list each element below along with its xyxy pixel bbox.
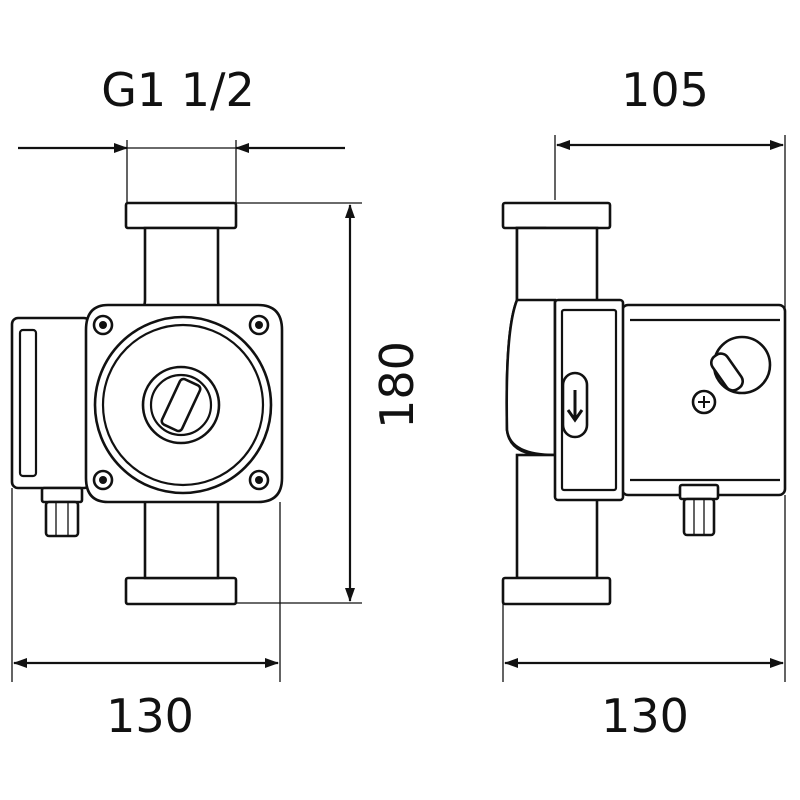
- pump-head-plate: [553, 298, 625, 502]
- flow-arrow-icon: [566, 390, 584, 423]
- volute: [505, 298, 557, 457]
- screws: [92, 314, 270, 491]
- front-view: G1 1/2: [10, 63, 424, 743]
- terminal-box: [10, 316, 92, 490]
- top-neck: [139, 226, 222, 312]
- height-label: 180: [370, 341, 424, 429]
- side-width-label: 130: [601, 689, 689, 743]
- front-width-dimension: [11, 488, 281, 682]
- bottom-flange: [124, 576, 238, 606]
- pump-front-body: [10, 201, 284, 606]
- depth-label: 105: [621, 63, 709, 117]
- bottom-neck: [143, 498, 220, 580]
- thread-dimension-arrows: [18, 140, 345, 203]
- side-width-dimension: [502, 495, 786, 682]
- height-dimension: [236, 202, 362, 604]
- vent-plug-slot: [160, 377, 202, 433]
- cable-gland-nut: [40, 486, 84, 504]
- side-bottom-flange: [501, 576, 612, 606]
- depth-dimension: [554, 135, 786, 308]
- top-flange: [124, 201, 238, 230]
- pump-side-body: [501, 201, 787, 606]
- side-view: 105: [501, 63, 787, 743]
- side-top-flange: [501, 201, 612, 230]
- thread-size-label: G1 1/2: [101, 63, 255, 117]
- cable-gland: [44, 500, 80, 538]
- front-width-label: 130: [106, 689, 194, 743]
- side-cable-gland: [682, 497, 716, 537]
- side-top-neck: [515, 226, 599, 310]
